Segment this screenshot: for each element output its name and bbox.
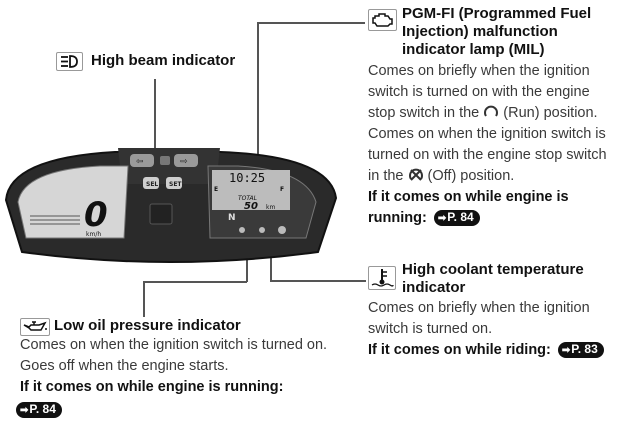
pgmfi-desc-3b: (Run) position. [503,105,598,121]
pgmfi-leader-h [257,22,365,24]
speed-unit: km/h [86,231,101,238]
oil-title: Low oil pressure indicator [54,317,241,334]
coolant-page-ref[interactable]: ➡P. 83 [557,342,604,358]
oil-can-icon [20,318,50,336]
set-label: SET [169,181,182,188]
sel-label: SEL [146,181,158,188]
svg-text:⇦: ⇦ [136,157,144,167]
off-icon [408,167,424,190]
pgmfi-warning-2: running: ➡P. 84 [368,208,480,229]
pgmfi-desc-2: switch is turned on with the engine [368,84,590,100]
oil-desc-2: Goes off when the engine starts. [20,358,229,374]
oil-leader-v2 [143,281,145,317]
high-beam-icon [56,52,83,71]
high-beam-title: High beam indicator [91,52,236,69]
pgmfi-warning-1: If it comes on while engine is [368,189,569,205]
pgmfi-desc-4: Comes on when the ignition switch is [368,126,606,142]
svg-text:⇨: ⇨ [180,157,188,167]
pgmfi-desc-6a: in the [368,168,404,184]
fuel-e-label: E [214,186,218,193]
speed-readout: 0 [84,195,108,235]
instrument-cluster: ⇦ ⇨ SEL SET 0 km/h 10:25 E F TOTAL 50 km… [4,148,338,263]
pgmfi-desc-5: turned on with the engine stop switch [368,147,607,163]
pgmfi-desc-6: in the (Off) position. [368,166,514,190]
oil-warning: If it comes on while engine is running: [20,379,284,395]
engine-check-icon [368,9,397,31]
coolant-warning: If it comes on while riding: ➡P. 83 [368,340,604,361]
pgmfi-title-1: PGM-FI (Programmed Fuel [402,5,592,22]
coolant-warning-text: If it comes on while riding: [368,342,551,358]
pgmfi-warning-2a: running: [368,210,427,226]
pgmfi-title-2: Injection) malfunction [402,23,558,40]
oil-page-ref-label: P. 84 [29,402,56,416]
pgmfi-desc-1: Comes on briefly when the ignition [368,63,590,79]
coolant-title-2: indicator [402,279,466,296]
coolant-desc-2: switch is turned on. [368,321,493,337]
run-icon [483,104,499,127]
pgmfi-desc-6b: (Off) position. [427,168,515,184]
coolant-title-1: High coolant temperature [402,261,584,278]
trip-label: TOTAL [238,195,257,202]
odo-unit: km [266,204,275,211]
odo-readout: 50 [244,201,258,212]
clock-readout: 10:25 [229,171,265,185]
high-beam-leader [154,79,156,157]
pgmfi-page-ref-label: P. 84 [447,210,474,224]
oil-page-ref[interactable]: ➡P. 84 [16,402,62,418]
oil-leader-h [143,281,247,283]
coolant-temperature-icon [368,266,396,290]
pgmfi-title-3: indicator lamp (MIL) [402,41,545,58]
coolant-desc-1: Comes on briefly when the ignition [368,300,590,316]
oil-desc-1: Comes on when the ignition switch is tur… [20,337,328,353]
pgmfi-page-ref[interactable]: ➡P. 84 [433,210,480,226]
coolant-page-ref-label: P. 83 [571,342,598,356]
neutral-indicator: N [228,213,236,223]
coolant-leader-h [270,280,366,282]
pgmfi-desc-3a: stop switch in the [368,105,480,121]
pgmfi-leader-v [257,22,259,218]
fuel-f-label: F [280,186,284,193]
pgmfi-desc-3: stop switch in the (Run) position. [368,103,598,127]
